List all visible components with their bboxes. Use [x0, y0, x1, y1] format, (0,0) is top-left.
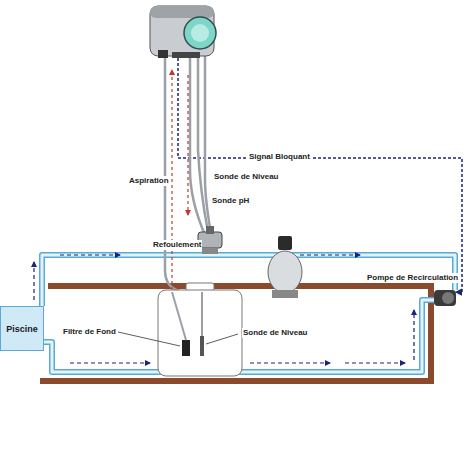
pool-box: Piscine [0, 306, 44, 351]
ground-band [40, 283, 434, 384]
part-label: Signal Bloquant [248, 152, 311, 162]
leader-line [118, 332, 238, 346]
part-label: Sonde pH [211, 196, 250, 206]
part-label: Sonde de Niveau [242, 328, 308, 338]
part-label: Sonde de Niveau [213, 172, 279, 182]
part-label: Filtre de Fond [62, 327, 117, 337]
chemical-tank [158, 283, 242, 376]
sand-filter [268, 236, 302, 298]
aspiration-flow [171, 70, 172, 290]
part-label: Aspiration [128, 176, 170, 186]
part-label: Refoulement [152, 240, 202, 250]
signal-wire [178, 58, 462, 292]
node-label: Piscine [6, 324, 38, 334]
injection-flow [187, 75, 188, 215]
dosing-pump [150, 6, 216, 58]
tube [165, 55, 212, 292]
recirculation-pump [434, 290, 456, 306]
part-label: Pompe de Recirculation [366, 273, 459, 283]
